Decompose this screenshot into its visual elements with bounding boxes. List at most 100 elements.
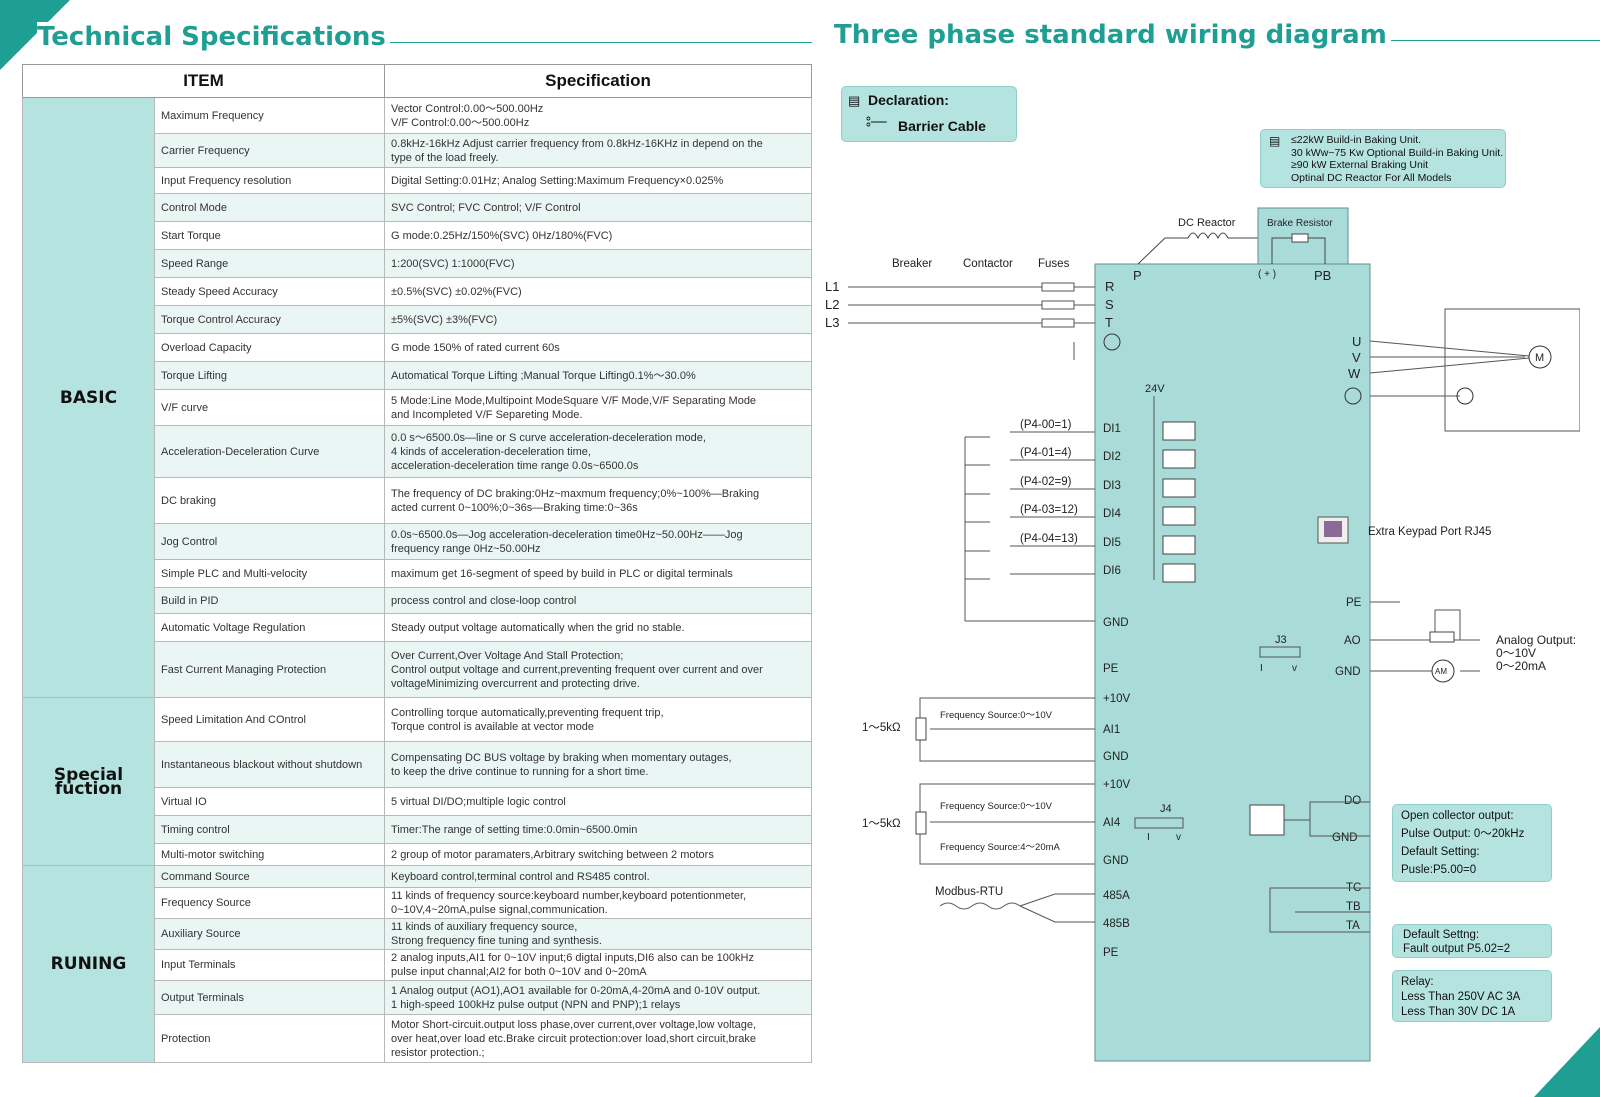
analog-output-range: 0～20mA [1496,659,1546,673]
terminal-s: S [1105,297,1114,312]
jumper-v-label: v [1292,663,1297,674]
wiring-section-title: Three phase standard wiring diagram [834,20,1391,50]
spec-cell: 11 kinds of frequency source:keyboard nu… [384,887,813,919]
terminal-pe: PE [1103,947,1119,959]
item-cell: Instantaneous blackout without shutdown [153,741,386,788]
motor-wiring [1369,340,1541,397]
spec-cell: Digital Setting:0.01Hz; Analog Setting:M… [384,167,813,194]
terminal-v: V [1352,350,1361,365]
di4-setting: (P4-03=12) [1020,504,1078,516]
analog-output-wiring [1370,601,1480,672]
declaration-title: Declaration: [868,92,949,108]
modbus-wire [1019,905,1095,923]
analog-output-label: Analog Output: [1496,633,1576,647]
item-cell: Speed Range [153,249,386,278]
ground-icon [1456,387,1474,405]
default-setting-note: Default Settng: Fault output P5.02=2 [1392,924,1552,958]
v24-label: 24V [1145,383,1165,395]
do-output-transistor [1249,804,1285,836]
spec-cell: Timer:The range of setting time:0.0min~6… [384,815,813,844]
terminal-pe: PE [1103,663,1119,675]
spec-cell: 2 analog inputs,AI1 for 0~10V input;6 di… [384,949,813,981]
terminal-gnd: GND [1332,832,1358,844]
ammeter-label: AM [1435,667,1447,676]
di1-setting: (P4-00=1) [1020,419,1072,431]
l1-label: L1 [825,279,839,294]
item-cell: Fast Current Managing Protection [153,641,386,698]
baking-unit-note: ▤ ≤22kW Build-in Baking Unit. 30 kWw~75 … [1260,129,1506,188]
spec-cell: G mode 150% of rated current 60s [384,333,813,362]
terminal-t: T [1105,315,1113,330]
output-resistor [1429,631,1455,643]
item-cell: Input Terminals [153,949,386,981]
item-cell: Output Terminals [153,980,386,1015]
item-cell: Build in PID [153,587,386,614]
di3-setting: (P4-02=9) [1020,476,1072,488]
freq-source-label: Frequency Source:0～10V [940,710,1053,721]
note-line: Default Setting: [1401,846,1480,858]
terminal-10v: +10V [1103,779,1131,791]
keypad-port-label: Extra Keypad Port RJ45 [1368,526,1491,538]
motor-frame [1444,308,1580,432]
terminal-di5: DI5 [1103,537,1121,549]
item-cell: Input Frequency resolution [153,167,386,194]
note-line: Less Than 30V DC 1A [1401,1006,1516,1018]
note-line: 30 kWw~75 Kw Optional Build-in Baking Un… [1291,146,1504,159]
terminal-di6: DI6 [1103,565,1121,577]
note-line: Default Settng: [1403,929,1480,941]
brake-resistor-symbol [1291,233,1309,243]
l2-label: L2 [825,297,839,312]
terminal-r: R [1105,279,1114,294]
spec-cell: 1 Analog output (AO1),AO1 available for … [384,980,813,1015]
note-line: Relay: [1401,976,1434,988]
spec-cell: 11 kinds of auxiliary frequency source, … [384,918,813,950]
terminal-ai4: AI4 [1103,817,1121,829]
drive-body [1094,263,1371,1062]
header-item: ITEM [21,64,386,98]
jumper-i-label: I [1147,832,1150,843]
header-specification: Specification [384,64,813,98]
table-row: Steady Speed Accuracy±0.5%(SVC) ±0.02%(F… [23,277,813,306]
terminal-gnd: GND [1103,855,1129,867]
terminal-gnd: GND [1103,751,1129,763]
spec-cell: ±5%(SVC) ±3%(FVC) [384,305,813,334]
title-rule [1300,40,1600,41]
item-cell: Automatic Voltage Regulation [153,613,386,642]
brake-wire [1271,237,1292,264]
contactor-label: Contactor [963,258,1013,270]
item-cell: Simple PLC and Multi-velocity [153,559,386,588]
jumper-j4 [1134,817,1184,829]
modbus-wire [1019,893,1095,907]
rj45-port-icon [1324,521,1342,537]
terminal-gnd: GND [1335,666,1361,678]
item-cell: Multi-motor switching [153,843,386,866]
terminal-tb: TB [1346,901,1361,913]
terminal-u: U [1352,334,1361,349]
note-line: ≤22kW Build-in Baking Unit. [1291,134,1422,146]
ground-icon [1344,387,1362,405]
spec-cell: Motor Short-circuit.output loss phase,ov… [384,1014,813,1063]
item-cell: Frequency Source [153,887,386,919]
title-rule [330,42,812,43]
note-icon: ▤ [1269,134,1281,148]
breaker-label: Breaker [892,258,932,270]
item-cell: Command Source [153,865,386,888]
barrier-cable-label: Barrier Cable [898,118,986,134]
spec-cell: Keyboard control,terminal control and RS… [384,865,813,888]
freq-source-label: Frequency Source:0～10V [940,801,1053,812]
brake-resistor-label: Brake Resistor [1267,218,1333,229]
do-wiring [1284,801,1370,837]
